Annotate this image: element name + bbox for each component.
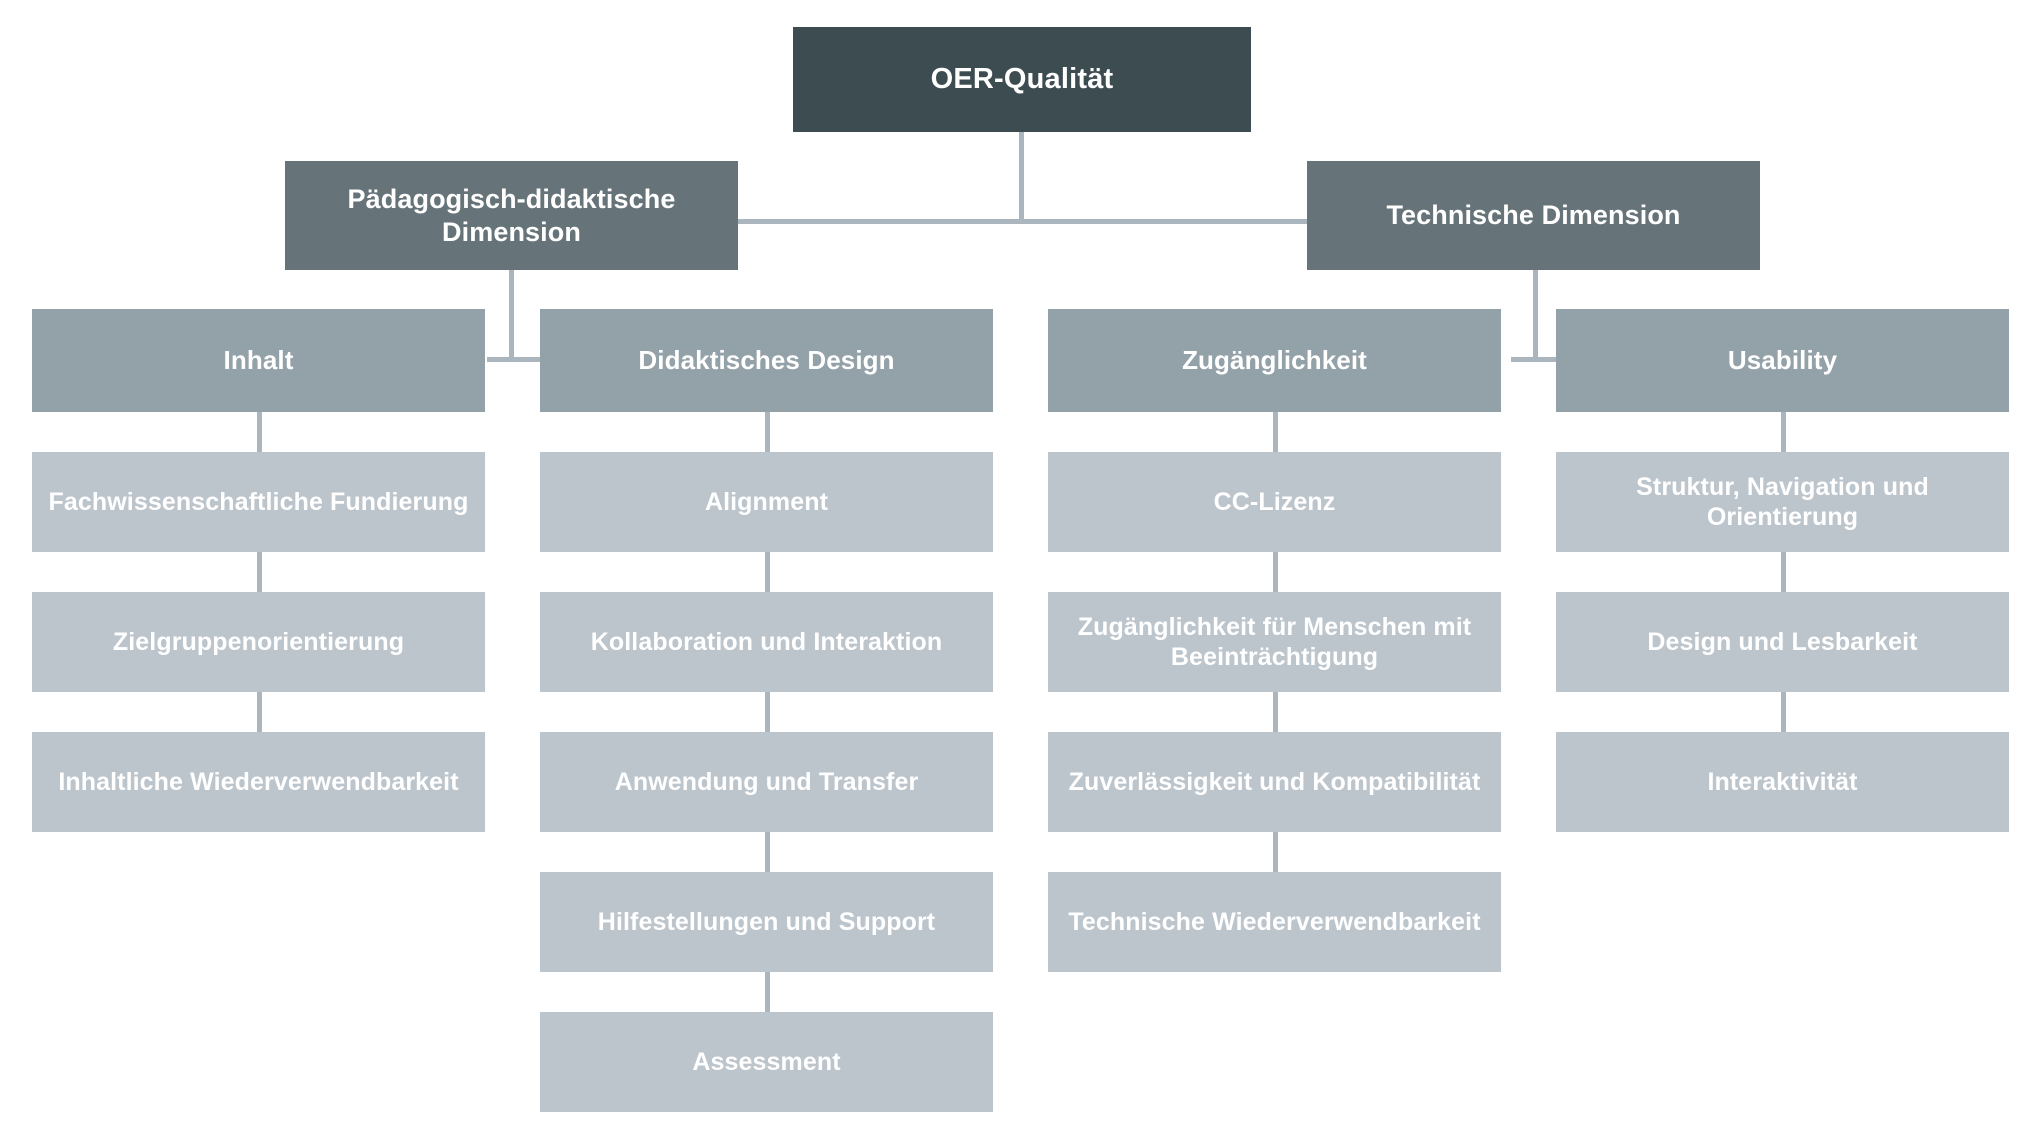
connector-didaktik-2 — [765, 552, 770, 592]
node-category-usability[interactable]: Usability — [1556, 309, 2009, 412]
node-criterion-cc-lizenz[interactable]: CC-Lizenz — [1048, 452, 1501, 552]
node-criterion-kollaboration-und-interaktion[interactable]: Kollaboration und Interaktion — [540, 592, 993, 692]
node-criterion-fachwissenschaftliche-fundierung[interactable]: Fachwissenschaftliche Fundierung — [32, 452, 485, 552]
connector-zugang-4 — [1273, 832, 1278, 872]
node-category-zugaenglichkeit[interactable]: Zugänglichkeit — [1048, 309, 1501, 412]
connector-dim-right-stem — [1533, 270, 1538, 362]
node-dimension-technisch[interactable]: Technische Dimension — [1307, 161, 1760, 270]
connector-didaktik-1 — [765, 412, 770, 452]
node-root-oer-qualitaet[interactable]: OER-Qualität — [793, 27, 1251, 132]
connector-zugang-2 — [1273, 552, 1278, 592]
connector-usability-1 — [1781, 412, 1786, 452]
connector-inhalt-3 — [257, 692, 262, 732]
node-criterion-alignment[interactable]: Alignment — [540, 452, 993, 552]
connector-dim-left-spine — [487, 357, 547, 362]
connector-usability-3 — [1781, 692, 1786, 732]
node-criterion-zugaenglichkeit-beeintraechtigung[interactable]: Zugänglichkeit für Menschen mit Beeinträ… — [1048, 592, 1501, 692]
connector-dim-right-spine — [1511, 357, 1571, 362]
connector-didaktik-4 — [765, 832, 770, 872]
connector-dim-left-stem — [509, 270, 514, 362]
node-criterion-interaktivitaet[interactable]: Interaktivität — [1556, 732, 2009, 832]
connector-zugang-3 — [1273, 692, 1278, 732]
connector-didaktik-3 — [765, 692, 770, 732]
connector-inhalt-2 — [257, 552, 262, 592]
node-criterion-struktur-navigation-orientierung[interactable]: Struktur, Navigation und Orientierung — [1556, 452, 2009, 552]
node-criterion-assessment[interactable]: Assessment — [540, 1012, 993, 1112]
node-criterion-technische-wiederverwendbarkeit[interactable]: Technische Wiederverwendbarkeit — [1048, 872, 1501, 972]
node-criterion-zuverlaessigkeit-und-kompatibilitaet[interactable]: Zuverlässigkeit und Kompatibilität — [1048, 732, 1501, 832]
node-category-didaktisches-design[interactable]: Didaktisches Design — [540, 309, 993, 412]
connector-root-stem — [1019, 132, 1024, 222]
connector-usability-2 — [1781, 552, 1786, 592]
node-criterion-anwendung-und-transfer[interactable]: Anwendung und Transfer — [540, 732, 993, 832]
connector-zugang-1 — [1273, 412, 1278, 452]
connector-level1-spine — [736, 219, 1311, 224]
node-category-inhalt[interactable]: Inhalt — [32, 309, 485, 412]
node-dimension-paedagogisch-didaktisch[interactable]: Pädagogisch-didaktische Dimension — [285, 161, 738, 270]
node-criterion-design-und-lesbarkeit[interactable]: Design und Lesbarkeit — [1556, 592, 2009, 692]
node-criterion-inhaltliche-wiederverwendbarkeit[interactable]: Inhaltliche Wiederverwendbarkeit — [32, 732, 485, 832]
node-criterion-zielgruppenorientierung[interactable]: Zielgruppenorientierung — [32, 592, 485, 692]
connector-didaktik-5 — [765, 972, 770, 1012]
connector-inhalt-1 — [257, 412, 262, 452]
node-criterion-hilfestellungen-und-support[interactable]: Hilfestellungen und Support — [540, 872, 993, 972]
